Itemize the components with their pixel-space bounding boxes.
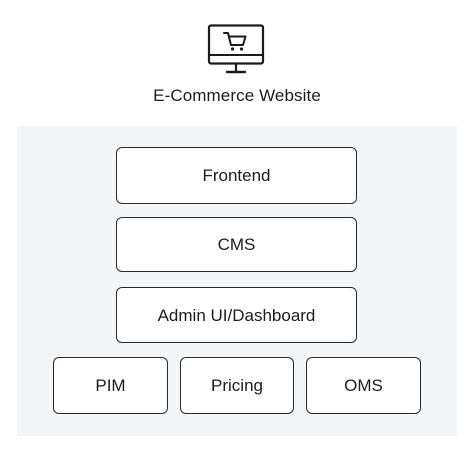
cms-layer-box: CMS bbox=[116, 217, 357, 272]
diagram-title: E-Commerce Website bbox=[153, 86, 321, 105]
admin-dashboard-layer-box: Admin UI/Dashboard bbox=[116, 287, 357, 343]
pricing-service-box: Pricing bbox=[180, 357, 294, 414]
oms-service-box: OMS bbox=[306, 357, 421, 414]
monitor-cart-icon bbox=[207, 24, 265, 78]
pim-service-box: PIM bbox=[53, 357, 168, 414]
frontend-layer-box: Frontend bbox=[116, 147, 357, 204]
